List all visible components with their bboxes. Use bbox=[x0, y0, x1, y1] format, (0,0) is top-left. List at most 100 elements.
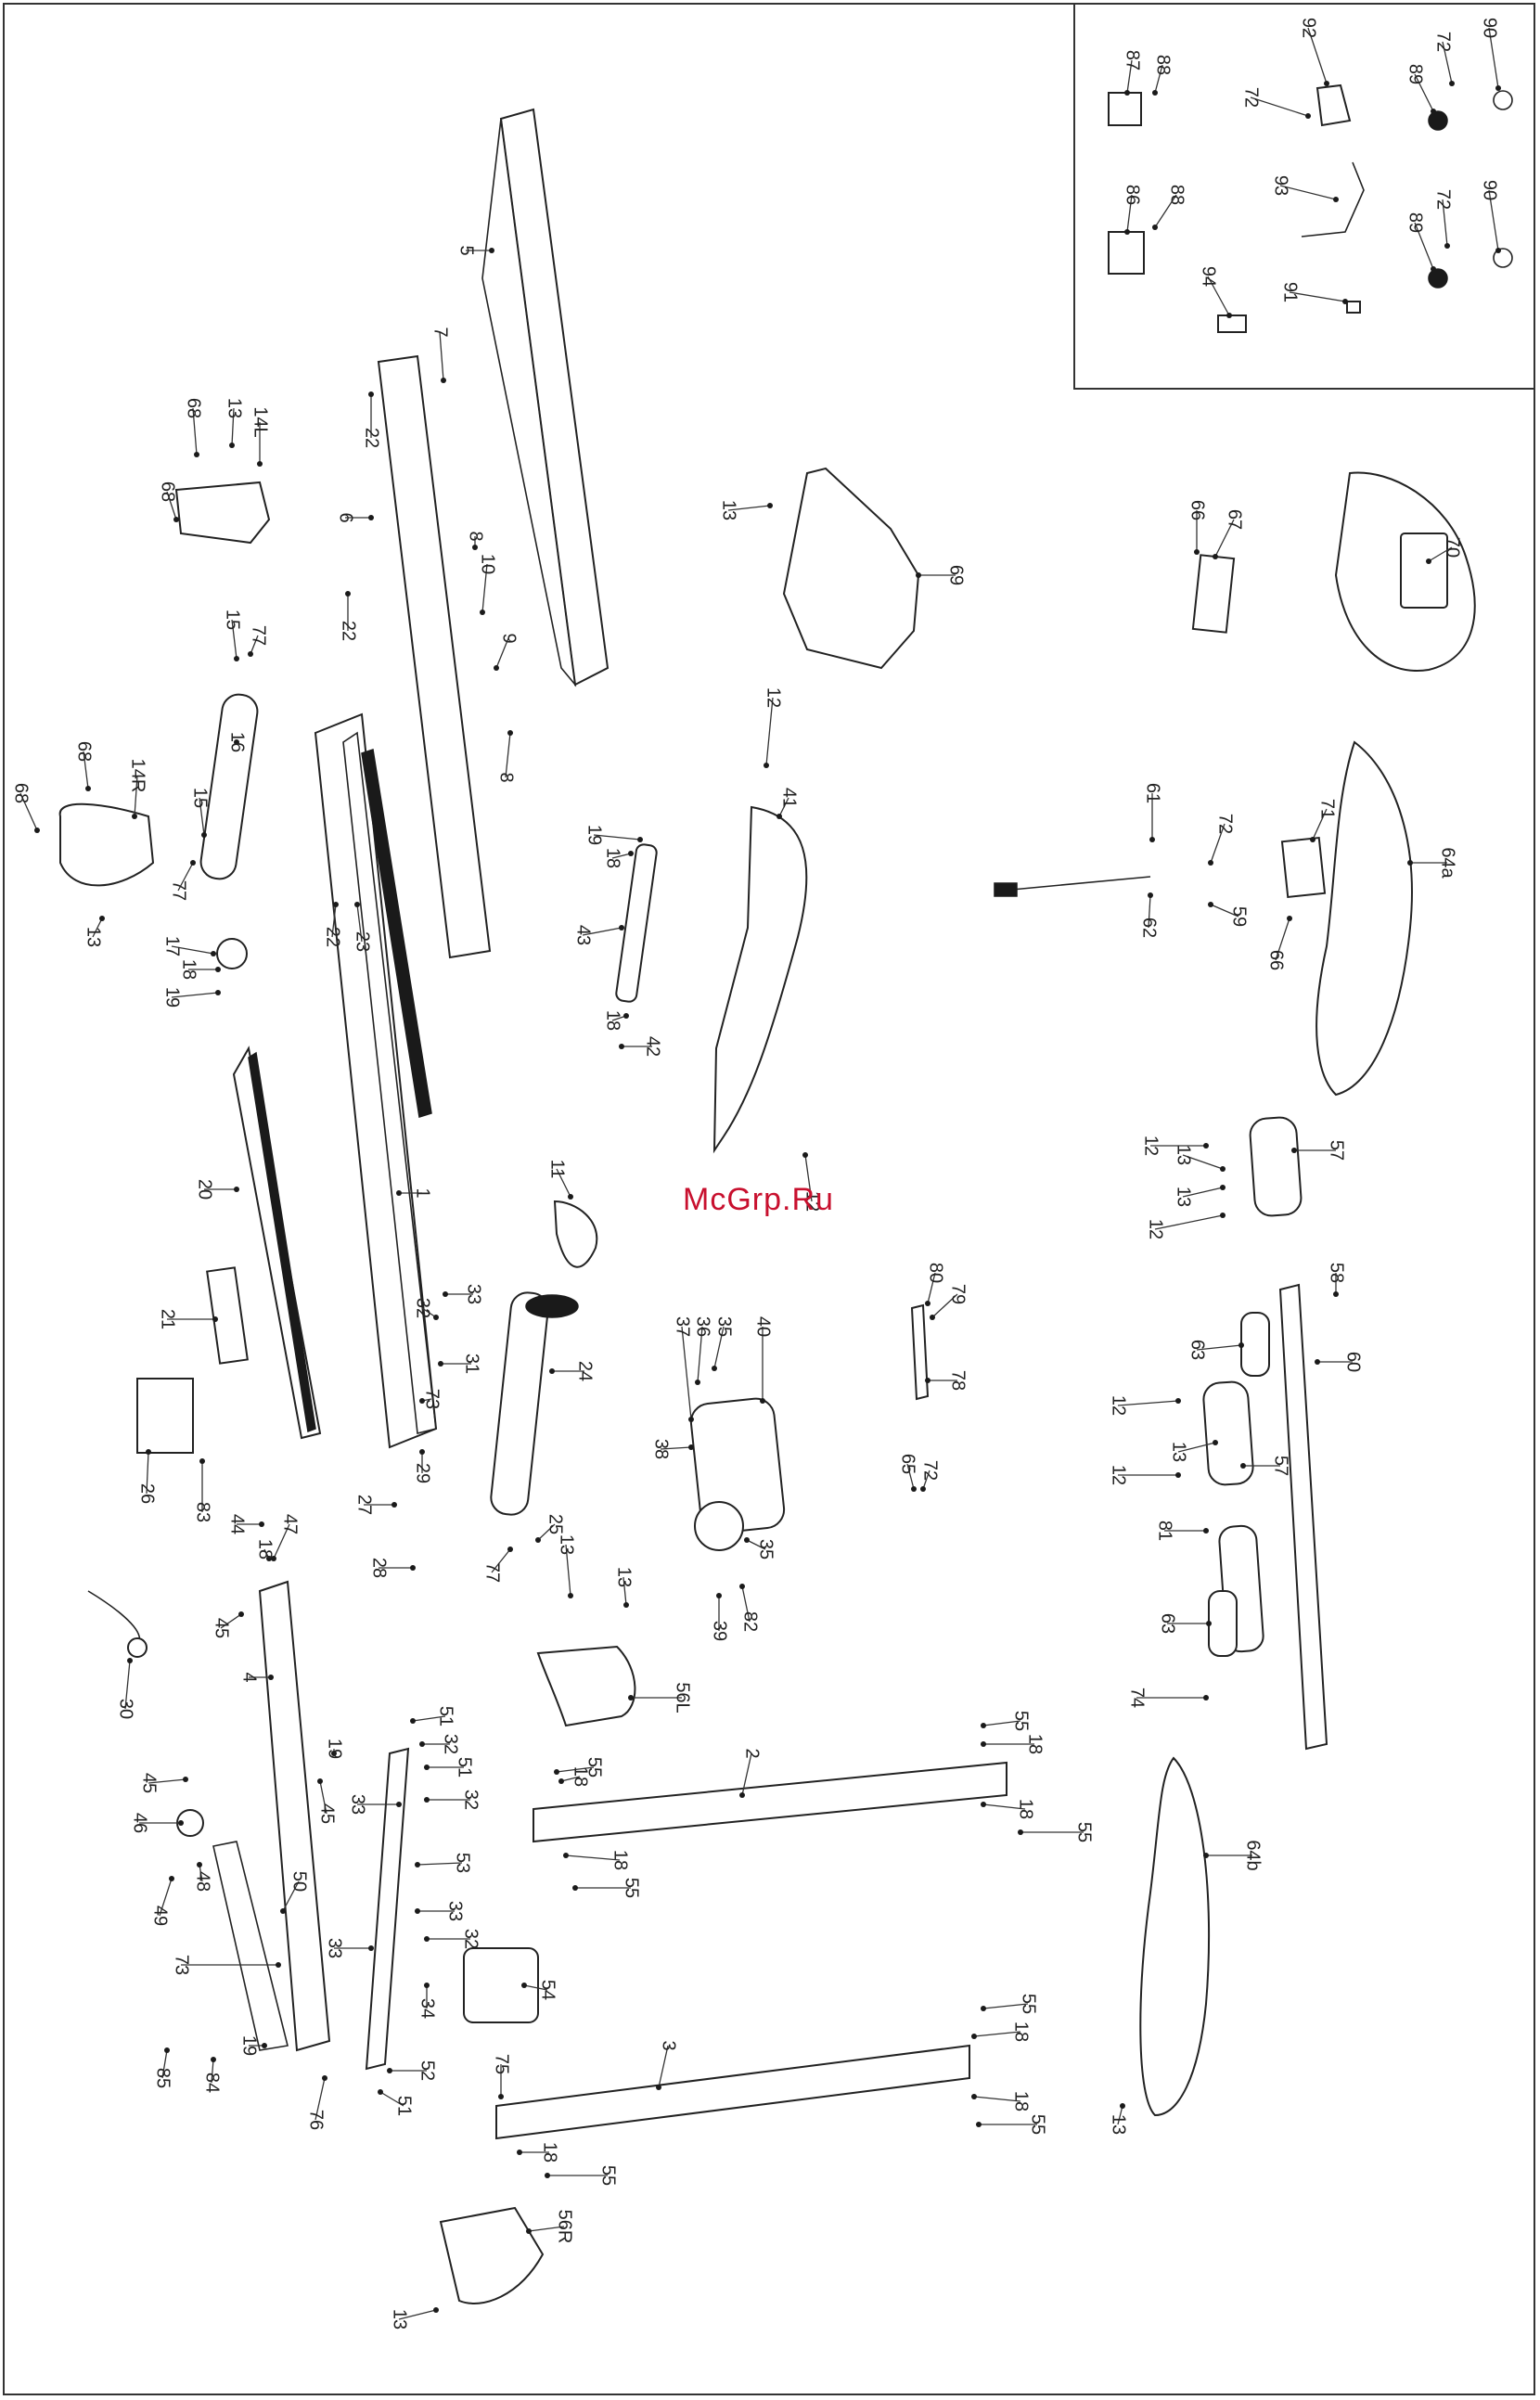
callout-leader-76 bbox=[314, 2077, 326, 2121]
part-shock-43 bbox=[615, 843, 658, 1003]
callout-fastener-dot bbox=[563, 1853, 569, 1858]
callout-leader-23 bbox=[356, 904, 363, 943]
part-pulley-17 bbox=[216, 938, 248, 969]
callout-label-1: 1 bbox=[413, 1187, 433, 1198]
callout-label-66: 66 bbox=[1266, 950, 1287, 970]
callout-fastener-dot bbox=[443, 1291, 448, 1297]
callout-label-13: 13 bbox=[557, 1534, 577, 1555]
callout-fastener-dot bbox=[197, 1862, 202, 1867]
part-upright-mid-57 bbox=[1202, 1380, 1254, 1486]
callout-fastener-dot bbox=[521, 1983, 527, 1988]
callout-fastener-dot bbox=[173, 517, 179, 522]
callout-label-46: 46 bbox=[130, 1813, 150, 1833]
callout-label-33: 33 bbox=[464, 1284, 484, 1304]
callout-fastener-dot bbox=[1124, 229, 1130, 235]
callout-label-32: 32 bbox=[461, 1790, 481, 1810]
callout-fastener-dot bbox=[410, 1565, 416, 1571]
callout-label-86: 86 bbox=[1123, 185, 1143, 205]
part-console-screen bbox=[1400, 533, 1448, 609]
callout-leader-12 bbox=[1154, 1214, 1224, 1230]
part-power-plug-30 bbox=[127, 1637, 148, 1658]
callout-leader-13 bbox=[398, 2309, 437, 2320]
callout-fastener-dot bbox=[248, 651, 253, 657]
callout-leader-68 bbox=[19, 792, 38, 831]
callout-fastener-dot bbox=[387, 2068, 392, 2073]
callout-label-19: 19 bbox=[325, 1739, 345, 1759]
callout-label-72: 72 bbox=[1241, 87, 1262, 108]
part-cable-62 bbox=[1001, 876, 1151, 892]
part-deck-board bbox=[499, 108, 610, 687]
callout-fastener-dot bbox=[1449, 81, 1455, 86]
callout-label-12: 12 bbox=[764, 687, 784, 708]
callout-label-33: 33 bbox=[445, 1901, 466, 1921]
part-clip-94 bbox=[1217, 314, 1247, 333]
part-cord-90-top bbox=[1493, 90, 1513, 110]
callout-leader-45 bbox=[220, 1613, 242, 1629]
callout-label-80: 80 bbox=[926, 1263, 946, 1283]
callout-label-19: 19 bbox=[239, 2035, 260, 2056]
callout-fastener-dot bbox=[201, 832, 207, 838]
callout-fastener-dot bbox=[169, 1876, 174, 1881]
callout-label-18: 18 bbox=[1016, 1799, 1036, 1819]
callout-fastener-dot bbox=[262, 2043, 267, 2048]
callout-leader-77 bbox=[250, 635, 259, 655]
callout-label-5: 5 bbox=[456, 245, 477, 255]
part-side-rail-right bbox=[361, 749, 432, 1118]
callout-fastener-dot bbox=[1120, 2103, 1125, 2109]
callout-label-59: 59 bbox=[1229, 906, 1250, 927]
callout-leader-37 bbox=[681, 1326, 692, 1420]
callout-label-64a: 64a bbox=[1438, 847, 1458, 879]
callout-label-13: 13 bbox=[83, 927, 104, 947]
callout-label-25: 25 bbox=[545, 1514, 566, 1534]
callout-fastener-dot bbox=[971, 2034, 977, 2039]
callout-label-81: 81 bbox=[1155, 1521, 1175, 1541]
callout-label-14L: 14L bbox=[250, 406, 271, 437]
callout-fastener-dot bbox=[1175, 1398, 1181, 1404]
callout-fastener-dot bbox=[526, 2228, 532, 2234]
callout-fastener-dot bbox=[688, 1444, 694, 1450]
callout-leader-53 bbox=[417, 1862, 463, 1866]
callout-fastener-dot bbox=[1206, 1621, 1212, 1626]
callout-leader-14R bbox=[134, 775, 138, 817]
part-cover-56R bbox=[439, 2206, 545, 2304]
callout-leader-45 bbox=[148, 1778, 186, 1784]
callout-label-78: 78 bbox=[948, 1370, 969, 1391]
callout-fastener-dot bbox=[916, 572, 921, 578]
callout-fastener-dot bbox=[1220, 1166, 1226, 1172]
callout-fastener-dot bbox=[1220, 1213, 1226, 1218]
callout-fastener-dot bbox=[433, 2307, 439, 2313]
callout-leader-13 bbox=[565, 1544, 571, 1597]
callout-label-92: 92 bbox=[1299, 18, 1319, 38]
callout-fastener-dot bbox=[1213, 554, 1218, 559]
callout-label-55: 55 bbox=[1074, 1822, 1095, 1842]
callout-leader-19 bbox=[171, 992, 219, 998]
callout-label-13: 13 bbox=[1174, 1145, 1194, 1165]
diagram-frame bbox=[3, 3, 1535, 2395]
callout-fastener-dot bbox=[1305, 113, 1311, 119]
callout-fastener-dot bbox=[623, 1602, 629, 1608]
callout-leader-2 bbox=[741, 1752, 752, 1796]
callout-fastener-dot bbox=[1426, 558, 1431, 564]
callout-fastener-dot bbox=[1324, 81, 1329, 86]
callout-label-18: 18 bbox=[603, 1010, 623, 1031]
callout-fastener-dot bbox=[1315, 1359, 1320, 1365]
callout-fastener-dot bbox=[178, 1820, 184, 1826]
callout-fastener-dot bbox=[572, 1885, 578, 1891]
callout-fastener-dot bbox=[211, 951, 216, 956]
callout-fastener-dot bbox=[971, 2094, 977, 2099]
callout-label-83: 83 bbox=[193, 1502, 213, 1522]
callout-fastener-dot bbox=[1194, 549, 1200, 555]
callout-label-24: 24 bbox=[575, 1361, 596, 1381]
callout-leader-84 bbox=[211, 2059, 214, 2084]
callout-label-50: 50 bbox=[289, 1871, 310, 1892]
callout-leader-3 bbox=[658, 2045, 669, 2088]
callout-leader-41 bbox=[778, 797, 789, 817]
callout-leader-94 bbox=[1207, 276, 1230, 316]
callout-leader-18 bbox=[973, 2096, 1021, 2102]
callout-fastener-dot bbox=[712, 1366, 717, 1371]
callout-label-40: 40 bbox=[753, 1316, 774, 1337]
callout-label-39: 39 bbox=[710, 1621, 730, 1641]
callout-leader-66 bbox=[1275, 918, 1290, 961]
callout-fastener-dot bbox=[1495, 85, 1501, 91]
callout-leader-85 bbox=[161, 2049, 168, 2079]
